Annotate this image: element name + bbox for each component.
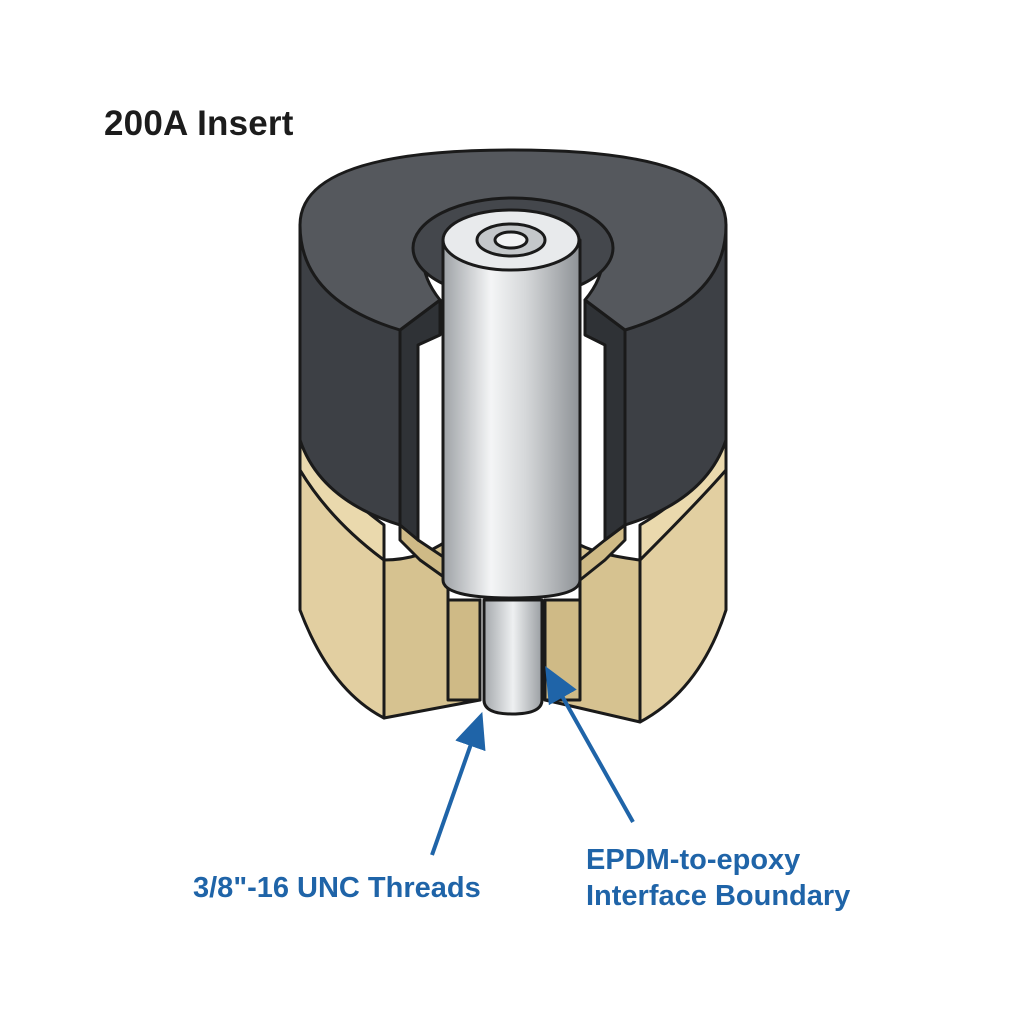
interface-callout-label: EPDM-to-epoxy Interface Boundary [586,842,850,914]
interface-callout-line1: EPDM-to-epoxy [586,844,801,876]
interface-callout-line2: Interface Boundary [586,880,851,912]
diagram-title: 200A Insert [104,104,294,143]
contact-pin [441,208,582,600]
threads-arrow-icon [430,711,486,856]
threaded-stud [482,598,544,716]
interface-arrow-icon [545,666,635,823]
threads-callout-label: 3/8"-16 UNC Threads [193,872,481,904]
